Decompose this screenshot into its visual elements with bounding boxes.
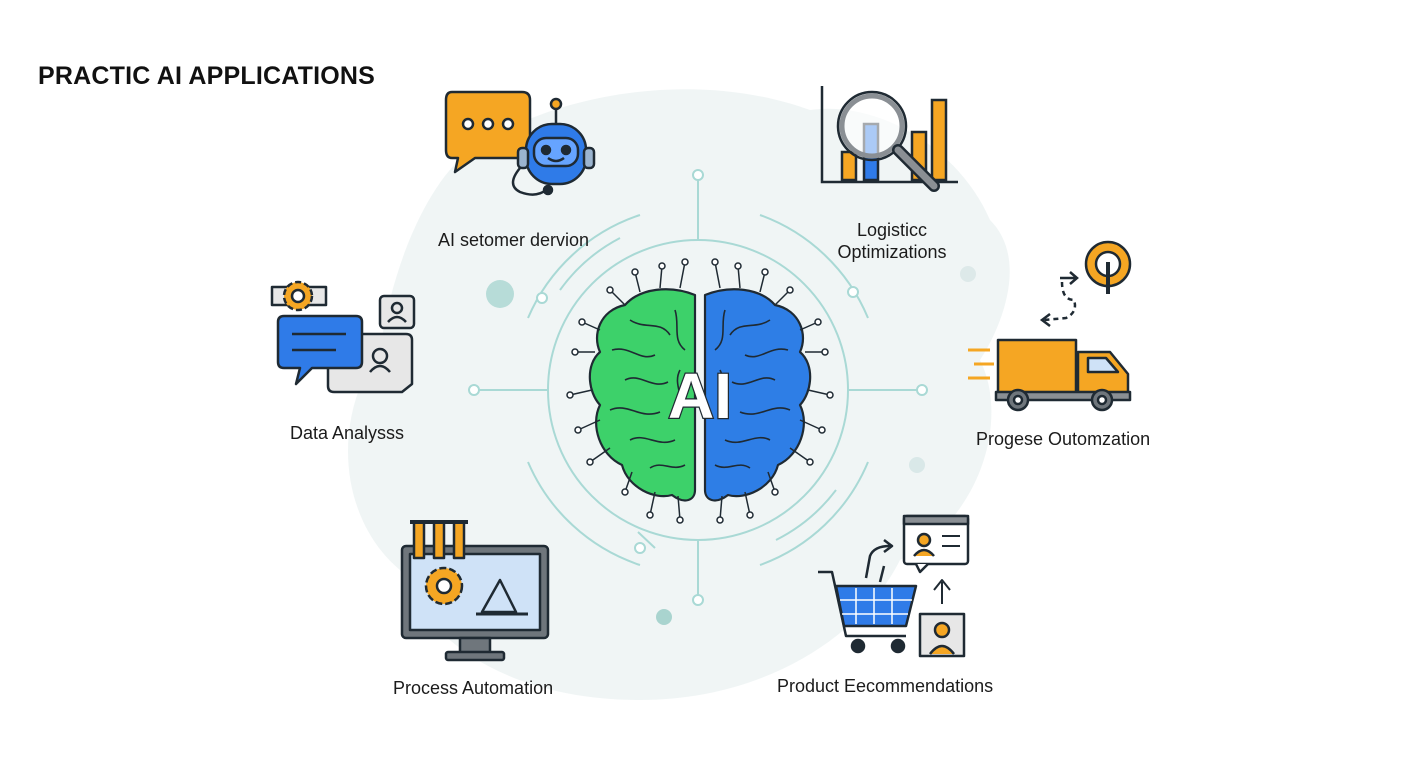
label-logistics-line2: Optimizations — [837, 242, 947, 262]
ring-nodes — [468, 169, 928, 606]
label-data-analysis: Data Analysss — [290, 423, 405, 443]
label-product-recommendations: Product Eecommendations — [777, 676, 994, 696]
bg-dot — [486, 280, 514, 308]
bg-dot — [960, 266, 976, 282]
label-logistics: Logisticc Optimizations — [832, 219, 952, 263]
robot-icon — [511, 97, 596, 196]
gear-chat-icon — [270, 280, 416, 394]
magnifier-chart-icon — [820, 86, 958, 192]
shopping-cart-icon — [818, 539, 918, 654]
brain-icon — [566, 258, 834, 524]
bg-dot — [656, 609, 672, 625]
label-process-automation: Process Automation — [393, 678, 554, 698]
hub-label: AI — [668, 360, 732, 432]
label-progese: Progese Outomzation — [976, 429, 1151, 449]
location-pin-icon — [1039, 240, 1132, 327]
label-logistics-line1: Logisticc — [856, 220, 928, 240]
monitor-gear-icon — [400, 520, 550, 662]
label-customer-service: AI setomer dervion — [438, 230, 590, 250]
bg-dot — [909, 457, 925, 473]
hub-rings — [474, 175, 922, 600]
chat-bubble-icon — [444, 90, 532, 174]
truck-icon — [968, 338, 1132, 412]
page-title: PRACTIC AI APPLICATIONS — [38, 62, 376, 90]
user-card-icon — [902, 514, 970, 658]
